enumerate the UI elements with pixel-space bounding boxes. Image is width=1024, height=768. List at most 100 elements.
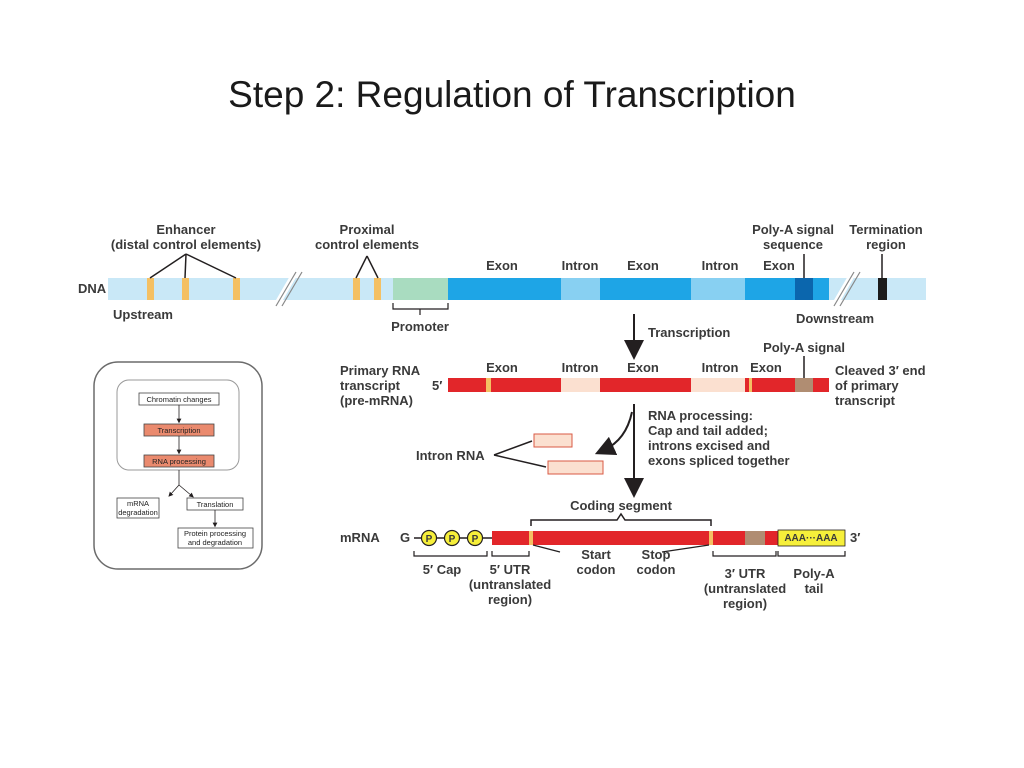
mrna-label: mRNA [340,530,380,545]
phosphate-label: P [472,534,479,545]
transcription-label: Transcription [648,325,730,340]
proximal-band [353,278,360,300]
dna-intron [691,278,745,300]
pre-mrna-exon-label: Exon [486,360,518,375]
stop-codon-mark [749,378,752,392]
rna-processing-label: introns excised and [648,438,770,453]
primary-transcript [448,356,829,392]
start-codon-label: Start [581,547,611,562]
dna-strand [108,253,926,315]
proximal-label: Proximal [340,222,395,237]
promoter-region [393,278,448,300]
start-codon-label: codon [577,562,616,577]
dna-intron [561,278,600,300]
phosphate-label: P [449,534,456,545]
dna-exon-label: Exon [627,258,659,273]
three-prime-label: 3′ [850,530,860,545]
page-title: Step 2: Regulation of Transcription [228,74,796,115]
primary-rna-label: Primary RNA [340,363,421,378]
primary-rna-label: transcript [340,378,401,393]
dna-exon-label: Exon [486,258,518,273]
five-prime-label: 5′ [432,378,442,393]
mrna-body [492,531,778,545]
enhancer-sub-label: (distal control elements) [111,237,261,252]
phosphate-group [466,529,484,547]
dna-exon [448,278,561,300]
phosphate-label: P [426,534,433,545]
polya-tail-label: Poly-A [793,566,835,581]
enhancer-band [182,278,189,300]
promoter-label: Promoter [391,319,449,334]
polya-signal-sequence [795,278,813,300]
polya-tail-label: tail [805,581,824,596]
flow-protein-processing-box [177,527,254,549]
flow-protein-processing-label: and degradation [188,538,242,547]
flow-rna-processing-box [143,454,215,468]
coding-segment-bracket [530,512,712,526]
polya-tail [777,529,846,547]
dna-exon [813,278,829,300]
guanine-cap-label: G [400,530,410,545]
polya-signal-region [795,378,813,392]
flow-mrna-degradation-label: degradation [118,508,158,517]
intron-rna-label: Intron RNA [416,448,485,463]
intron-rna-piece [533,433,573,448]
termination-sub-label: region [866,237,906,252]
stop-codon-label: codon [637,562,676,577]
utr3-label: (untranslated [704,581,786,596]
polya-signal-rna-label: Poly-A signal [763,340,845,355]
termination-region [878,278,887,300]
dna-intron-label: Intron [702,258,739,273]
rna-processing-label: exons spliced together [648,453,790,468]
stop-codon-label: Stop [642,547,671,562]
polya-signal-sub-label: sequence [763,237,823,252]
pre-mrna-exon-label: Exon [750,360,782,375]
flow-mrna-degradation-label: mRNA [127,499,149,508]
dna-intron-label: Intron [562,258,599,273]
utr3-region [745,531,765,545]
intron-removal-arrow [594,411,633,455]
enhancer-band [147,278,154,300]
dna-label: DNA [78,281,107,296]
flow-chromatin-label: Chromatin changes [146,395,211,404]
flow-rna-processing-label: RNA processing [152,457,206,466]
pre-mrna-exon-label: Exon [627,360,659,375]
primary-rna-label: (pre-mRNA) [340,393,413,408]
cleaved-end-label: Cleaved 3′ end [835,363,926,378]
pre-mrna-strand [448,378,829,392]
proximal-band [374,278,381,300]
cleaved-end-label: transcript [835,393,896,408]
five-cap-label: 5′ Cap [423,562,462,577]
dna-exon [600,278,691,300]
coding-segment-label: Coding segment [570,498,673,513]
start-codon [529,531,533,545]
intron-rna-piece [547,460,604,475]
flow-transcription-label: Transcription [157,426,200,435]
pre-mrna-intron [561,378,600,392]
flow-protein-processing-label: Protein processing [184,529,246,538]
pre-mrna-intron-label: Intron [562,360,599,375]
flow-translation-label: Translation [197,500,234,509]
utr3-label: region) [723,596,767,611]
utr5-label: 5′ UTR [490,562,531,577]
flow-mrna-degradation-box [116,497,160,519]
phosphate-group [420,529,438,547]
phosphate-group [443,529,461,547]
utr3-label: 3′ UTR [725,566,766,581]
termination-label: Termination [849,222,922,237]
dna-exon-label: Exon [763,258,795,273]
rna-processing-label: Cap and tail added; [648,423,768,438]
start-codon-mark [486,378,491,392]
pre-mrna-intron [691,378,745,392]
cleaved-end-label: of primary [835,378,899,393]
dna-exon [745,278,795,300]
upstream-label: Upstream [113,307,173,322]
utr5-label: region) [488,592,532,607]
mrna-strand [413,512,846,557]
stop-codon [709,531,713,545]
downstream-label: Downstream [796,311,874,326]
utr5-label: (untranslated [469,577,551,592]
pre-mrna-intron-label: Intron [702,360,739,375]
enhancer-label: Enhancer [156,222,215,237]
